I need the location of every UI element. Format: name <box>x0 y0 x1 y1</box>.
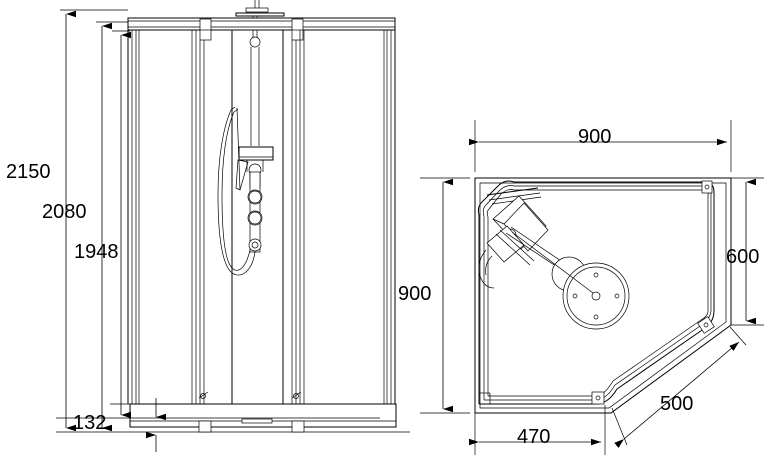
control-knob-lower <box>247 210 263 226</box>
control-knob-upper <box>247 189 263 205</box>
shower-tray <box>108 391 410 433</box>
dimension-total-height: 2150 <box>6 9 128 432</box>
dimension-side-depth: 600 <box>726 177 764 326</box>
glass-panels <box>191 30 305 404</box>
dimension-front-width: 470 <box>469 405 606 455</box>
dimension-frame-height: 2080 <box>42 21 128 432</box>
roller-track-upper <box>697 316 715 334</box>
shower-column-assembly <box>217 36 274 276</box>
dimension-label-470: 470 <box>517 426 550 448</box>
riser-rail-top-bracket <box>249 36 261 48</box>
plan-view: 900 900 600 470 500 <box>398 120 764 455</box>
dimension-label-900-width: 900 <box>578 126 611 148</box>
roller-left <box>591 391 605 405</box>
dimension-tray-height: 132 <box>56 398 380 452</box>
rain-shower-plan <box>511 231 630 330</box>
flexible-hose <box>221 111 251 271</box>
adjustable-foot-left <box>198 420 212 433</box>
top-rail <box>127 17 396 41</box>
dimension-diagonal-front: 500 <box>611 326 747 448</box>
dimension-label-2150: 2150 <box>6 161 51 183</box>
shelf <box>238 146 274 161</box>
dimension-label-600: 600 <box>726 246 759 268</box>
waste-plate <box>241 418 273 424</box>
dimension-overall-depth: 900 <box>398 177 470 414</box>
dimension-label-132: 132 <box>73 412 106 434</box>
dimension-label-1948: 1948 <box>74 241 119 263</box>
dimension-label-900-depth: 900 <box>398 283 431 305</box>
adjustable-foot-right <box>291 420 305 433</box>
dimension-glass-height: 1948 <box>74 30 131 419</box>
roller-housing-right <box>291 18 304 41</box>
roller-right <box>701 180 713 194</box>
curved-door-track <box>477 180 715 405</box>
hose-outlet <box>248 238 262 252</box>
dimension-label-2080: 2080 <box>42 201 87 223</box>
roller-housing-left <box>199 18 212 41</box>
dimension-overall-width: 900 <box>469 120 732 172</box>
dimension-label-500: 500 <box>660 393 693 415</box>
front-elevation-view: 2150 2080 1948 132 <box>6 0 410 452</box>
